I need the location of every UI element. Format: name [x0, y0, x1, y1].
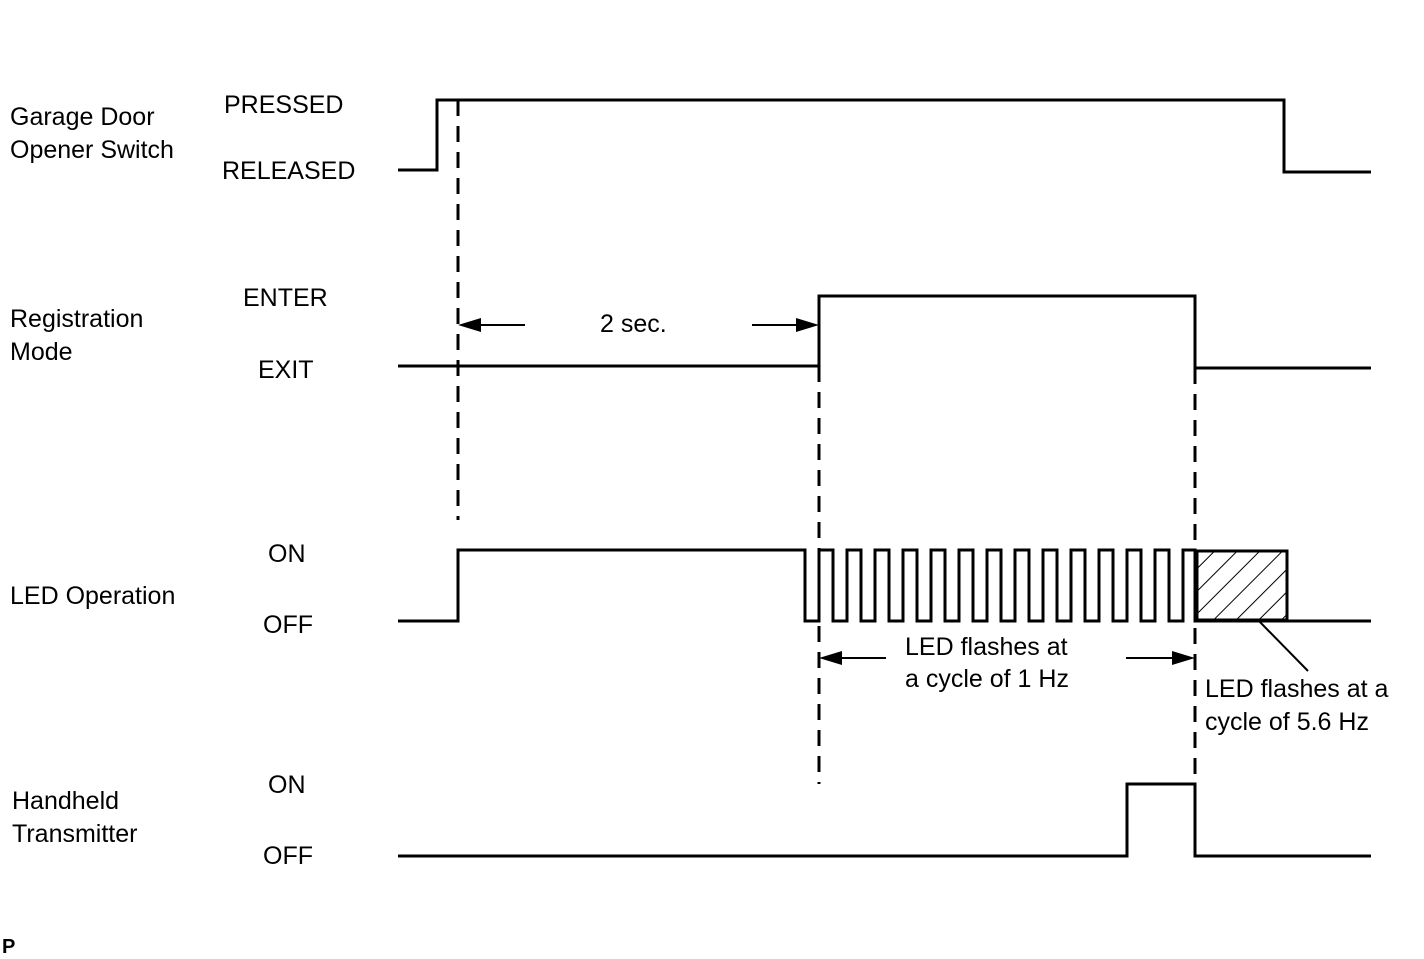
- arrow-right-icon: [796, 318, 819, 332]
- waveform-handheld-transmitter: [398, 782, 1371, 858]
- signal-name-line: Mode: [10, 338, 73, 366]
- fast-flash-region: [1195, 549, 1289, 622]
- arrow-right-icon: [1172, 651, 1195, 665]
- signal-name-led-operation: LED Operation: [10, 582, 175, 610]
- fast-flash-leader-line: [1257, 619, 1309, 672]
- signal-name-line: LED Operation: [10, 582, 175, 610]
- slow-flash-label-line: LED flashes at: [905, 633, 1068, 661]
- arrow-left-icon: [458, 318, 481, 332]
- signal-name-line: Garage Door: [10, 103, 155, 131]
- signal-name-registration-mode: Registration Mode: [10, 305, 143, 366]
- signal-name-garage-door-opener-switch: Garage Door Opener Switch: [10, 103, 174, 164]
- delay-label: 2 sec.: [600, 310, 667, 338]
- state-label-enter: ENTER: [243, 284, 328, 312]
- state-label-led-off: OFF: [263, 611, 313, 639]
- corner-mark: P: [2, 936, 15, 958]
- fast-flash-label-line: LED flashes at a: [1205, 675, 1389, 703]
- signal-name-line: Registration: [10, 305, 143, 333]
- signal-name-line: Opener Switch: [10, 136, 174, 164]
- waveform-registration-mode: [398, 294, 1371, 370]
- signal-name-line: Transmitter: [12, 820, 137, 848]
- state-label-transmitter-on: ON: [268, 771, 306, 799]
- waveform-led-operation: [398, 548, 1371, 623]
- state-label-exit: EXIT: [258, 356, 314, 384]
- arrow-left-icon: [819, 651, 842, 665]
- signal-name-handheld-transmitter: Handheld Transmitter: [12, 787, 137, 848]
- delay-dimension: 2 sec.: [458, 310, 819, 338]
- fast-flash-callout: LED flashes at a cycle of 5.6 Hz: [1205, 619, 1389, 736]
- signal-name-line: Handheld: [12, 787, 119, 815]
- state-label-led-on: ON: [268, 540, 306, 568]
- slow-flash-label-line: a cycle of 1 Hz: [905, 665, 1069, 693]
- slow-flash-dimension: LED flashes at a cycle of 1 Hz: [819, 633, 1195, 693]
- state-label-transmitter-off: OFF: [263, 842, 313, 870]
- waveform-garage-door-opener-switch: [398, 98, 1371, 174]
- state-label-pressed: PRESSED: [224, 91, 343, 119]
- state-label-released: RELEASED: [222, 157, 355, 185]
- fast-flash-label-line: cycle of 5.6 Hz: [1205, 708, 1369, 736]
